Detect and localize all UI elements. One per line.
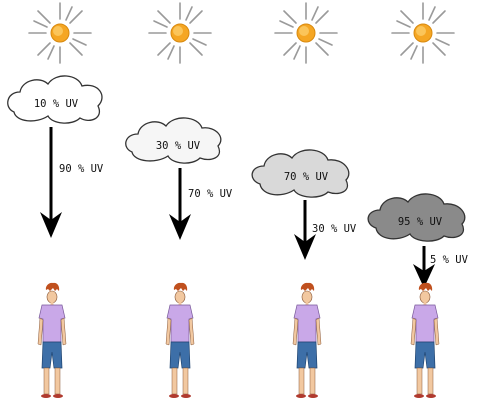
cloud-label: 30 % UV	[156, 140, 201, 152]
uv-arrow	[169, 168, 191, 240]
person-figure	[410, 282, 440, 398]
column-3: 70 % UV 30 % UV	[251, 2, 357, 398]
uv-arrow	[413, 246, 435, 288]
cloud: 95 % UV	[367, 193, 466, 242]
sun-icon	[391, 2, 455, 64]
person-figure	[292, 282, 322, 398]
person-figure	[165, 282, 195, 398]
cloud-label: 10 % UV	[34, 98, 79, 110]
sun-icon	[148, 2, 212, 64]
cloud-label: 70 % UV	[284, 171, 329, 183]
column-4: 95 % UV 5 % UV	[367, 2, 469, 398]
arrow-label: 90 % UV	[59, 163, 104, 175]
uv-arrow	[294, 200, 316, 260]
cloud-label: 95 % UV	[398, 216, 443, 228]
sun-icon	[28, 2, 92, 64]
column-1: 10 % UV 90 % UV	[7, 2, 104, 398]
person-figure	[37, 282, 67, 398]
arrow-label: 30 % UV	[312, 223, 357, 235]
sun-icon	[274, 2, 338, 64]
arrow-label: 70 % UV	[188, 188, 233, 200]
cloud: 70 % UV	[251, 149, 350, 198]
cloud: 10 % UV	[7, 75, 103, 124]
column-2: 30 % UV 70 % UV	[125, 2, 233, 398]
cloud: 30 % UV	[125, 117, 222, 164]
arrow-label: 5 % UV	[430, 254, 469, 266]
uv-arrow	[40, 127, 62, 238]
